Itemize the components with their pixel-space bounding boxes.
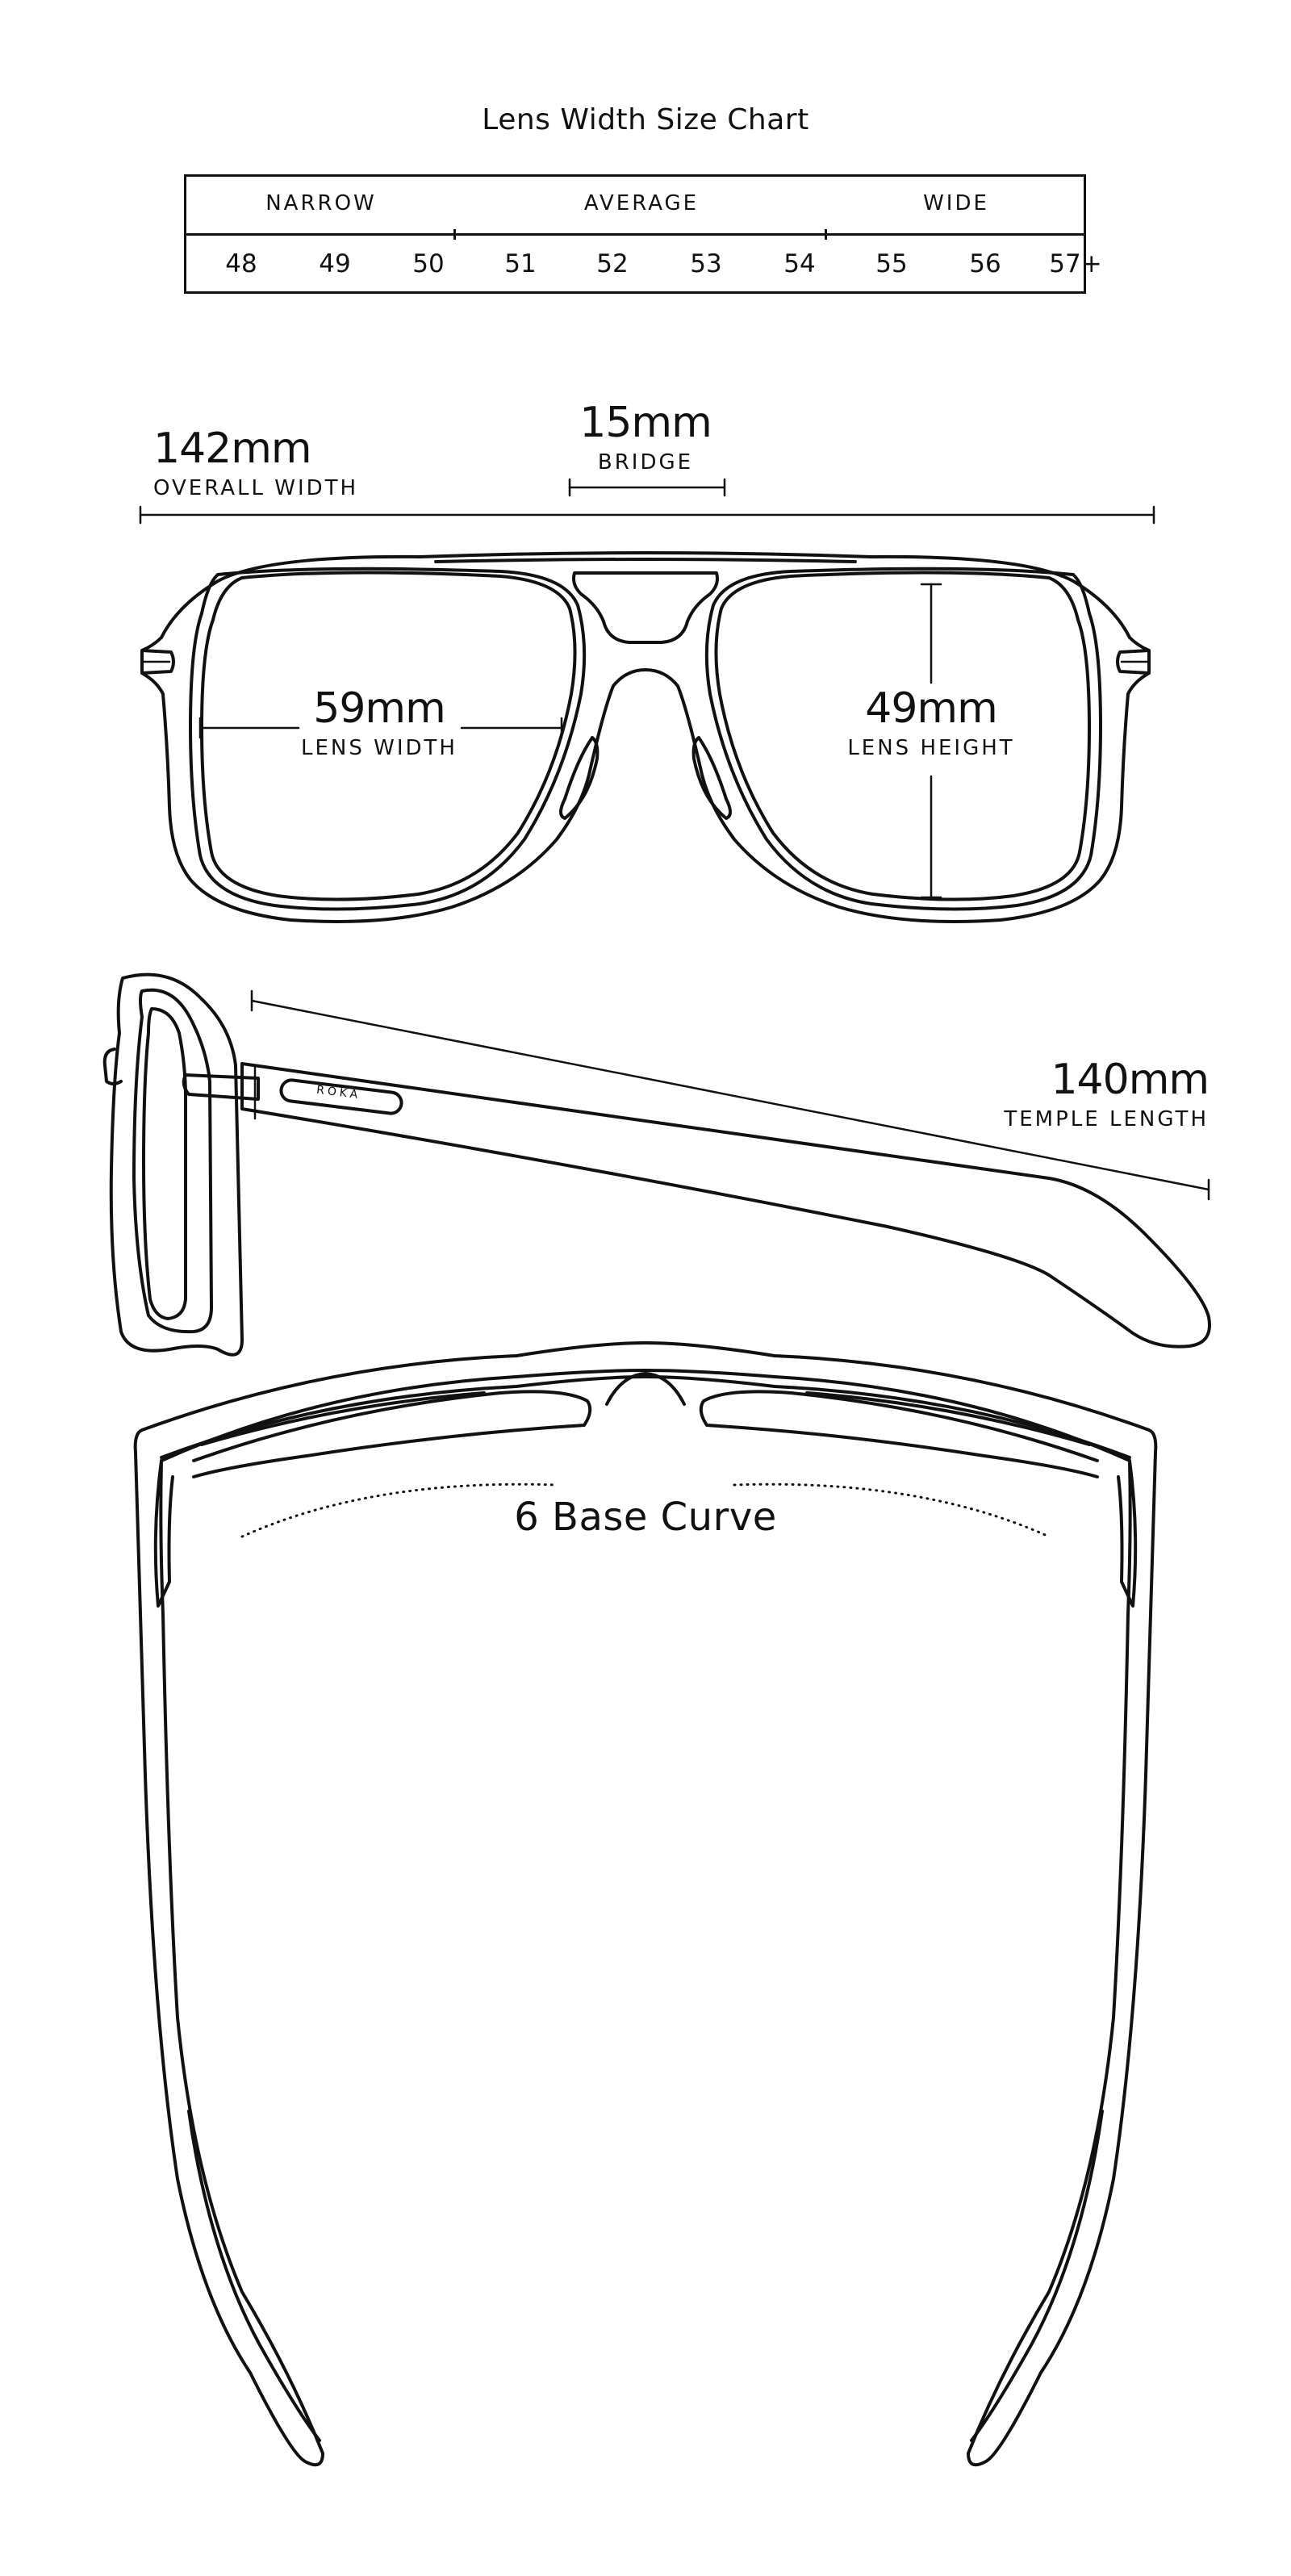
size-54: 54 bbox=[783, 249, 816, 278]
category-narrow: NARROW bbox=[265, 191, 377, 215]
size-48: 48 bbox=[225, 249, 257, 278]
lens-width-dimension-line bbox=[198, 717, 563, 739]
bridge-dimension-line bbox=[568, 478, 726, 497]
lens-width-size-table: NARROW AVERAGE WIDE 48 49 50 51 52 53 54… bbox=[184, 174, 1102, 294]
base-curve-arc-left bbox=[240, 1482, 558, 1538]
size-53: 53 bbox=[690, 249, 722, 278]
bridge-value: 15mm bbox=[579, 399, 712, 447]
table-divider bbox=[186, 233, 1084, 236]
category-wide: WIDE bbox=[923, 191, 989, 215]
size-50: 50 bbox=[412, 249, 445, 278]
lens-width-value: 59mm bbox=[313, 684, 445, 733]
size-49: 49 bbox=[319, 249, 351, 278]
category-tick bbox=[453, 229, 456, 240]
base-curve-label: 6 Base Curve bbox=[514, 1495, 777, 1540]
top-view-frame bbox=[133, 1341, 1158, 2467]
size-51: 51 bbox=[504, 249, 537, 278]
size-56: 56 bbox=[969, 249, 1001, 278]
front-view-frame bbox=[140, 551, 1151, 923]
size-55: 55 bbox=[875, 249, 908, 278]
lens-width-measurement: 59mm LENS WIDTH bbox=[266, 688, 492, 760]
side-view-frame bbox=[102, 972, 1211, 1357]
overall-width-measurement: 142mm OVERALL WIDTH bbox=[153, 428, 358, 500]
lens-width-label: LENS WIDTH bbox=[301, 736, 457, 760]
category-average: AVERAGE bbox=[583, 191, 700, 215]
temple-length-measurement: 140mm TEMPLE LENGTH bbox=[928, 1056, 1210, 1131]
category-tick bbox=[825, 229, 827, 240]
lens-height-dimension-line bbox=[920, 583, 942, 899]
overall-width-label: OVERALL WIDTH bbox=[153, 476, 359, 500]
lens-height-measurement: 49mm LENS HEIGHT bbox=[810, 688, 1052, 760]
chart-title: Lens Width Size Chart bbox=[482, 103, 809, 136]
size-57-plus: 57+ bbox=[1049, 249, 1102, 278]
overall-width-value: 142mm bbox=[153, 424, 312, 473]
bridge-measurement: 15mm BRIDGE bbox=[549, 402, 742, 475]
temple-length-label: TEMPLE LENGTH bbox=[1004, 1107, 1209, 1131]
base-curve-arc-right bbox=[733, 1482, 1051, 1538]
overall-width-dimension-line bbox=[139, 505, 1155, 525]
size-52: 52 bbox=[596, 249, 629, 278]
bridge-label: BRIDGE bbox=[597, 450, 694, 475]
temple-length-dimension-line bbox=[250, 989, 1210, 1201]
lens-height-label: LENS HEIGHT bbox=[847, 736, 1015, 760]
temple-length-value: 140mm bbox=[1051, 1056, 1210, 1104]
lens-height-value: 49mm bbox=[865, 684, 997, 733]
